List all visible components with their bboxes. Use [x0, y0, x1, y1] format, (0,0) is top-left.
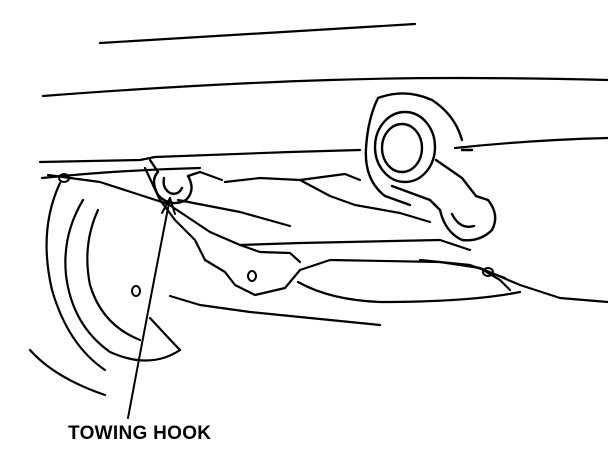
frame-rails: [48, 168, 608, 325]
exhaust-pipe: [366, 93, 495, 240]
rear-tire: [30, 183, 180, 395]
callout-leader: [128, 198, 175, 418]
towing-hook-label: TOWING HOOK: [68, 423, 212, 444]
body-contour-lines: [43, 24, 608, 96]
mounting-holes: [59, 174, 493, 296]
body-lower-edge: [40, 138, 608, 178]
